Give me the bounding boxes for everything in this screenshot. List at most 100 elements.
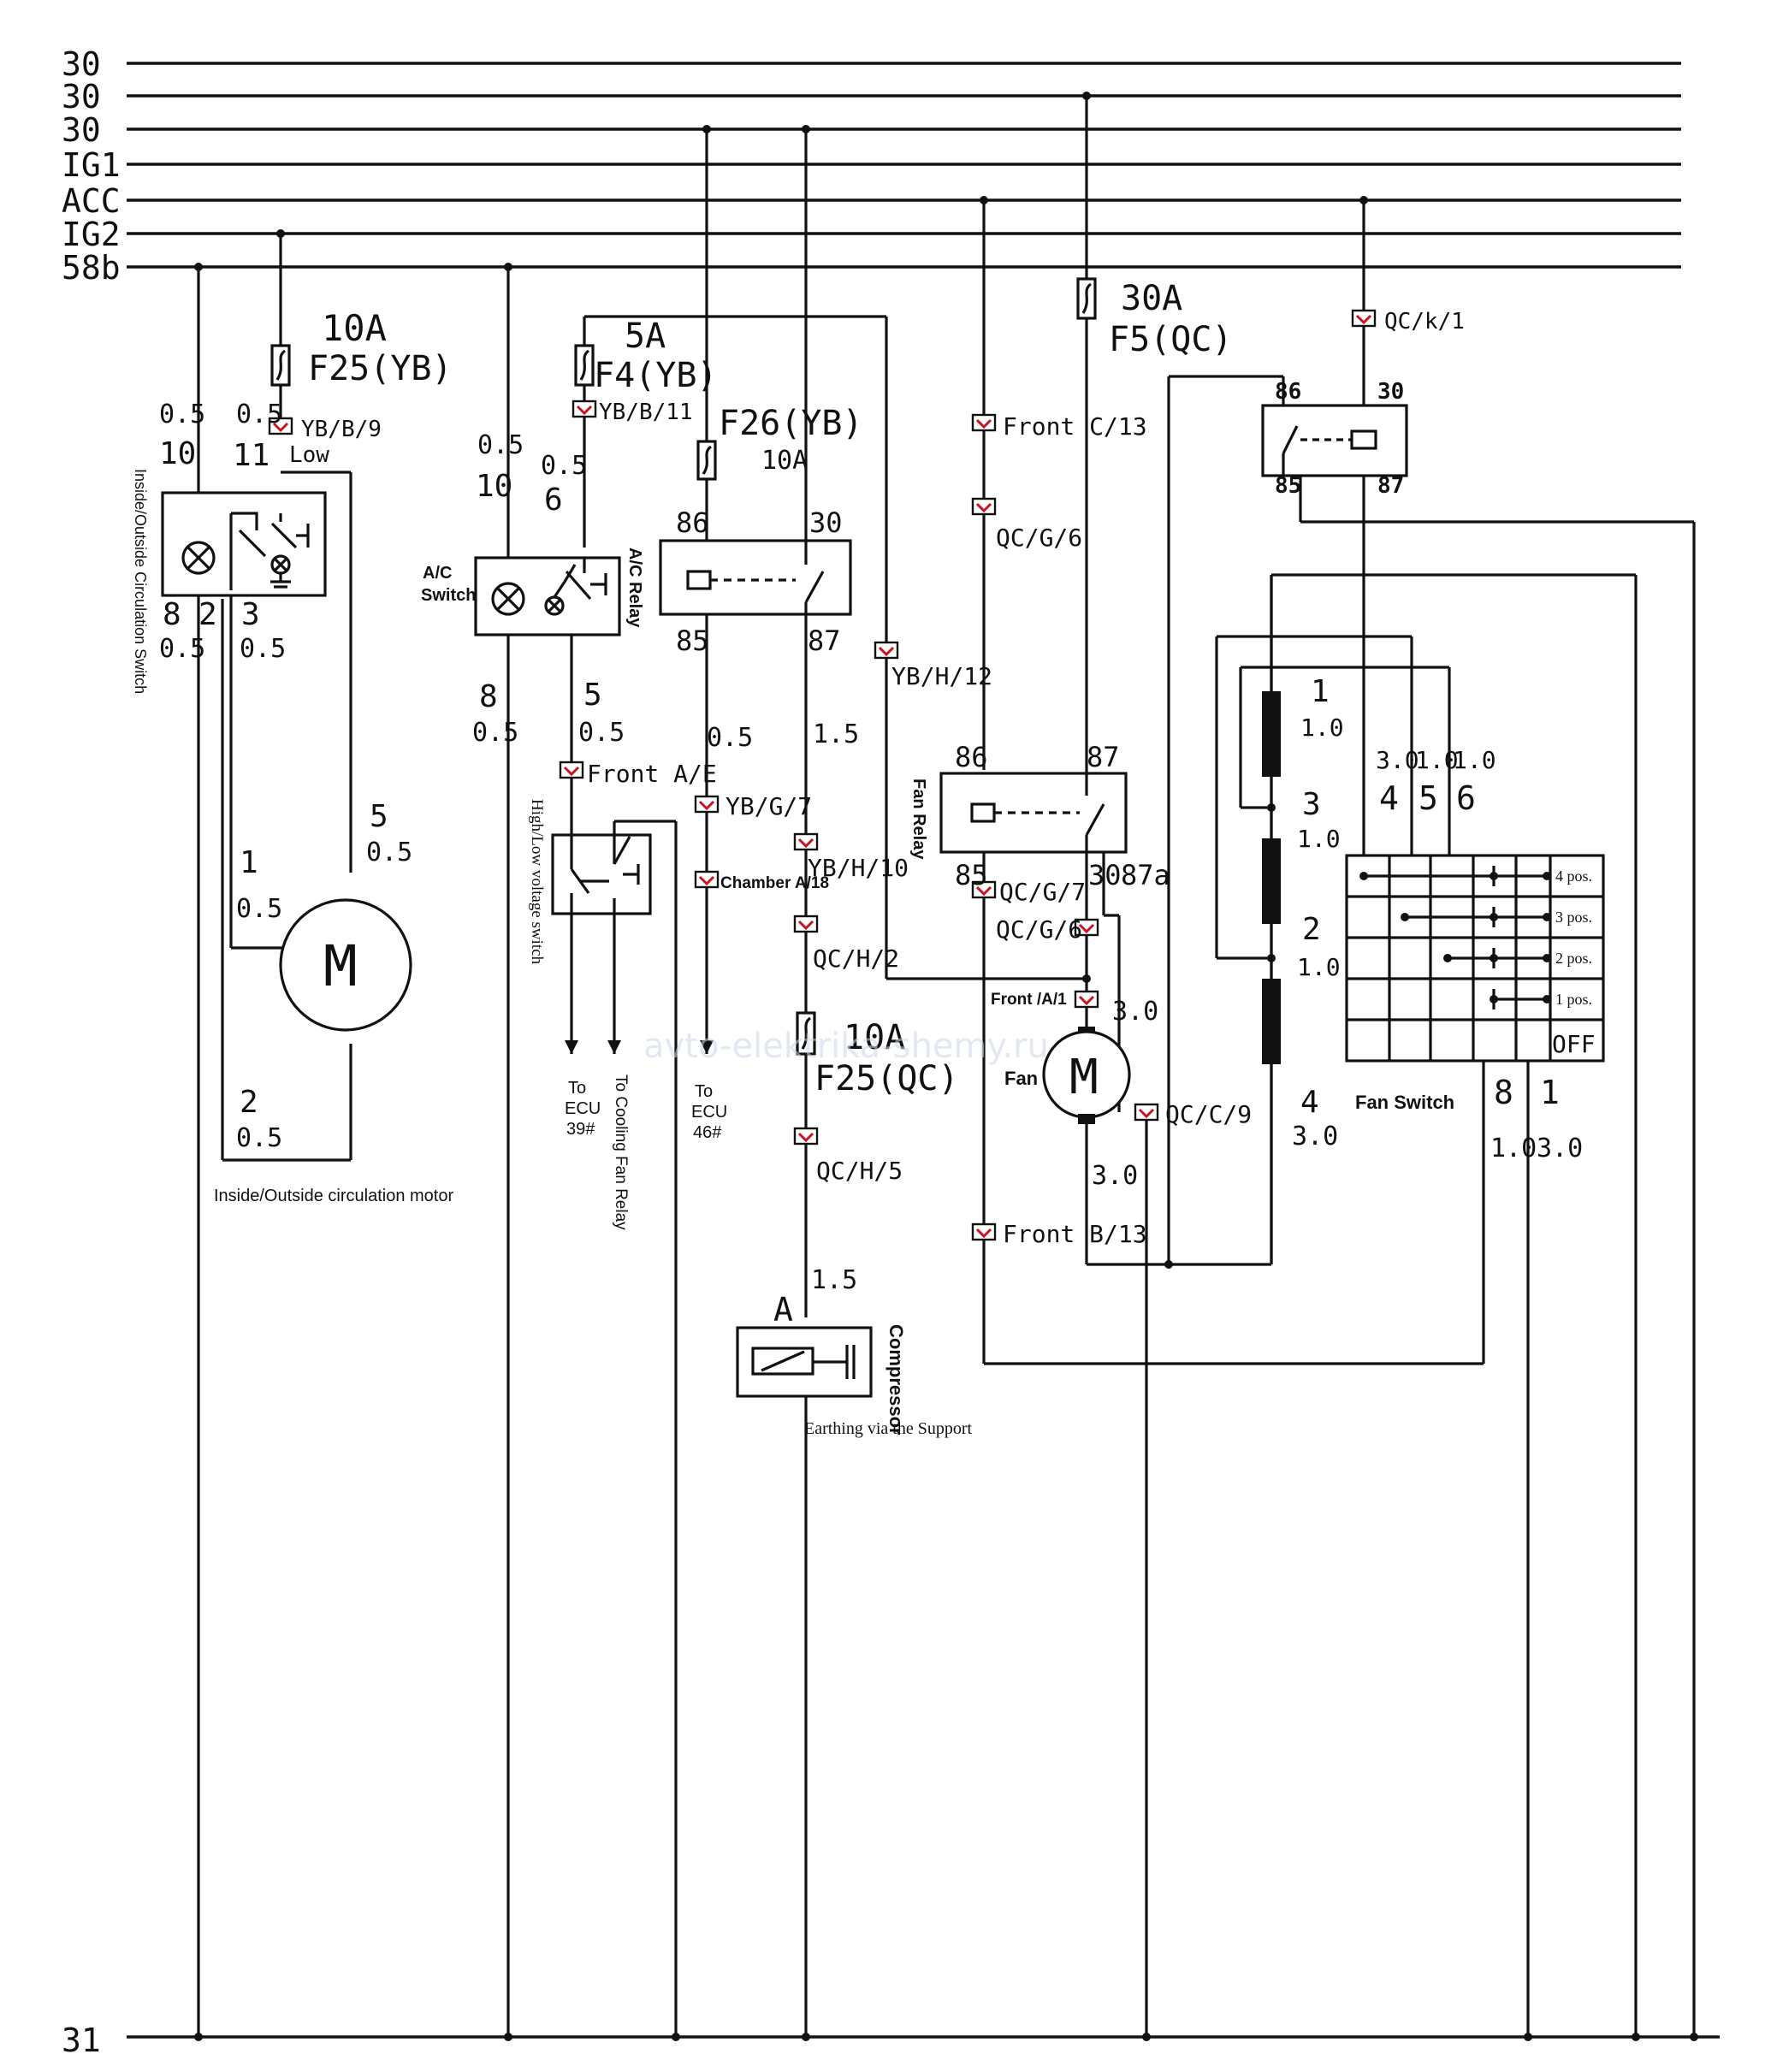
fan-relay-pin-87a: 87a [1121, 859, 1170, 891]
main-relay: 86 30 85 87 [1261, 379, 1408, 499]
ac-relay-pin-86: 86 [676, 506, 709, 539]
conn-yb-b-9: YB/B/9 [301, 417, 382, 442]
fuse-f25qc-name: F25(QC) [814, 1059, 959, 1098]
conn-front-a-1: Front /A/1 [991, 991, 1067, 1009]
fan-relay: Fan Relay 86 87 85 30 87a [909, 741, 1170, 891]
ecu39-pin: 39# [566, 1120, 595, 1139]
fuse-f25yb-name: F25(YB) [308, 349, 453, 388]
bus-label-30b: 30 [62, 78, 101, 115]
bus-label-30c: 30 [62, 111, 101, 149]
conn-front-b-13: Front B/13 [1003, 1220, 1147, 1248]
bus-label-ig1: IG1 [62, 146, 121, 184]
ac-switch-pin-5: 5 [583, 678, 602, 713]
conn-chamber-a-18: Chamber A/18 [720, 874, 829, 892]
conn-yb-h-12: YB/H/12 [891, 662, 992, 690]
circ-switch-size-10: 0.5 [159, 400, 205, 429]
resistor-pin-2: 2 [1302, 912, 1321, 947]
fuse-f26yb-rating: 10A [761, 446, 808, 476]
circulation-motor: M 5 0.5 1 0.5 2 0.5 Inside/Outside circu… [214, 799, 453, 1205]
junctions [194, 92, 1698, 2041]
conn-front-a-e: Front A/E [587, 760, 717, 788]
fan-switch-size-4: 3.0 [1376, 746, 1419, 774]
ac-relay-size-85: 0.5 [707, 723, 753, 753]
ac-switch-size-10: 0.5 [477, 430, 524, 460]
ac-switch-pin-8: 8 [479, 679, 498, 714]
fan-switch-size-6: 1.0 [1453, 746, 1496, 774]
fan-switch-pin-4: 4 [1379, 779, 1399, 817]
power-buses [127, 62, 1720, 2039]
cooling-fan-relay-label: To Cooling Fan Relay [612, 1074, 630, 1230]
fan-size-bottom: 3.0 [1092, 1161, 1138, 1191]
fuse-f4yb: 5A F4(YB) [574, 317, 718, 395]
circ-switch-size-11: 0.5 [236, 400, 282, 429]
main-relay-pin-87: 87 [1377, 473, 1404, 499]
fan-switch-pos-2: 2 pos. [1555, 950, 1592, 967]
fan-switch-size-1: 3.0 [1537, 1134, 1583, 1163]
circ-motor-pin-5: 5 [370, 799, 388, 834]
bus-label-ig2: IG2 [62, 216, 121, 253]
circ-switch-pin-3: 3 [241, 597, 260, 632]
fan-title: Fan [1004, 1068, 1038, 1089]
circ-switch-pin-10: 10 [159, 436, 196, 471]
ac-relay-pin-85: 85 [676, 625, 709, 657]
circ-motor-symbol: M [323, 933, 358, 999]
circ-motor-pin-2: 2 [240, 1085, 258, 1120]
resistor-size-3: 1.0 [1297, 825, 1341, 853]
ac-switch-pin-10: 10 [476, 469, 512, 504]
ac-switch-size-5: 0.5 [578, 718, 625, 748]
ac-switch-title-2: Switch [421, 586, 476, 605]
compressor: A 1.5 Compressor Earthing via the Suppor… [736, 1265, 973, 1438]
conn-qc-h-5: QC/H/5 [816, 1157, 903, 1185]
conn-qc-c-9: QC/C/9 [1165, 1100, 1252, 1128]
fan-symbol: M [1069, 1050, 1099, 1105]
fan-switch-pin-5: 5 [1419, 779, 1438, 817]
fan-relay-pin-30: 30 [1088, 859, 1122, 891]
fan-switch-size-5: 1.0 [1415, 746, 1459, 774]
fan-resistor: 1 1.0 3 1.0 2 1.0 4 3.0 [1262, 575, 1344, 1264]
fuse-f26yb-name: F26(YB) [719, 404, 863, 443]
resistor-pin-1: 1 [1311, 674, 1330, 709]
compressor-note: Earthing via the Support [804, 1419, 973, 1438]
resistor-size-2: 1.0 [1297, 953, 1341, 981]
fuse-f5qc-rating: 30A [1121, 279, 1182, 318]
circ-switch-pin-8: 8 [163, 597, 181, 632]
ac-switch-size-8: 0.5 [472, 718, 518, 748]
fan-switch-pin-1: 1 [1540, 1074, 1560, 1111]
circulation-switch: Inside/Outside Circulation Switch Low 0.… [132, 400, 329, 694]
ac-relay: A/C Relay 86 30 85 87 0.5 1.5 [625, 506, 859, 753]
compressor-size: 1.5 [811, 1265, 857, 1295]
ac-relay-pin-30: 30 [809, 506, 843, 539]
conn-qc-g-6: QC/G/6 [996, 524, 1082, 552]
fan-relay-title: Fan Relay [909, 778, 928, 860]
fuse-f25yb: 10A F25(YB) [270, 307, 453, 388]
fuse-f25yb-rating: 10A [322, 307, 387, 349]
fuse-f4yb-name: F4(YB) [594, 356, 718, 395]
ac-relay-pin-87: 87 [808, 625, 841, 657]
conn-qc-g-7: QC/G/7 [999, 878, 1086, 906]
fan-switch-title: Fan Switch [1355, 1092, 1454, 1113]
resistor-pin-3: 3 [1302, 787, 1321, 822]
ecu46-ecu: ECU [691, 1103, 727, 1122]
main-relay-pin-85: 85 [1275, 473, 1301, 499]
resistor-size-4: 3.0 [1292, 1122, 1338, 1151]
main-relay-pin-86: 86 [1275, 379, 1301, 405]
circ-switch-size-3: 0.5 [240, 634, 286, 664]
circ-switch-size-8: 0.5 [159, 634, 205, 664]
ecu46-to: To [695, 1082, 713, 1101]
compressor-title: Compressor [885, 1324, 907, 1436]
bus-label-30a: 30 [62, 45, 101, 83]
circ-switch-title: Inside/Outside Circulation Switch [132, 469, 149, 694]
fan-switch: 4 pos. 3 pos. 2 pos. 1 pos. OFF Fan Swit… [1345, 746, 1605, 1163]
output-arrows [565, 1040, 714, 1054]
resistor-size-1: 1.0 [1300, 713, 1344, 742]
watermark: avto-elektrika-shemy.ru [643, 1027, 1049, 1066]
fan-motor: M Fan 3.0 3.0 [1004, 997, 1158, 1191]
high-low-voltage-switch: High/Low voltage switch [528, 799, 652, 1054]
conn-yb-h-10: YB/H/10 [808, 854, 909, 882]
conn-qc-h-2: QC/H/2 [813, 944, 899, 973]
fan-switch-pos-4: 4 pos. [1555, 867, 1592, 885]
ecu39-to: To [568, 1079, 586, 1098]
fan-switch-pin-8: 8 [1494, 1074, 1513, 1111]
ac-switch: A/C Switch 0.5 10 0.5 6 8 0.5 5 0.5 [421, 430, 625, 748]
circ-switch-pin-2: 2 [198, 597, 217, 632]
